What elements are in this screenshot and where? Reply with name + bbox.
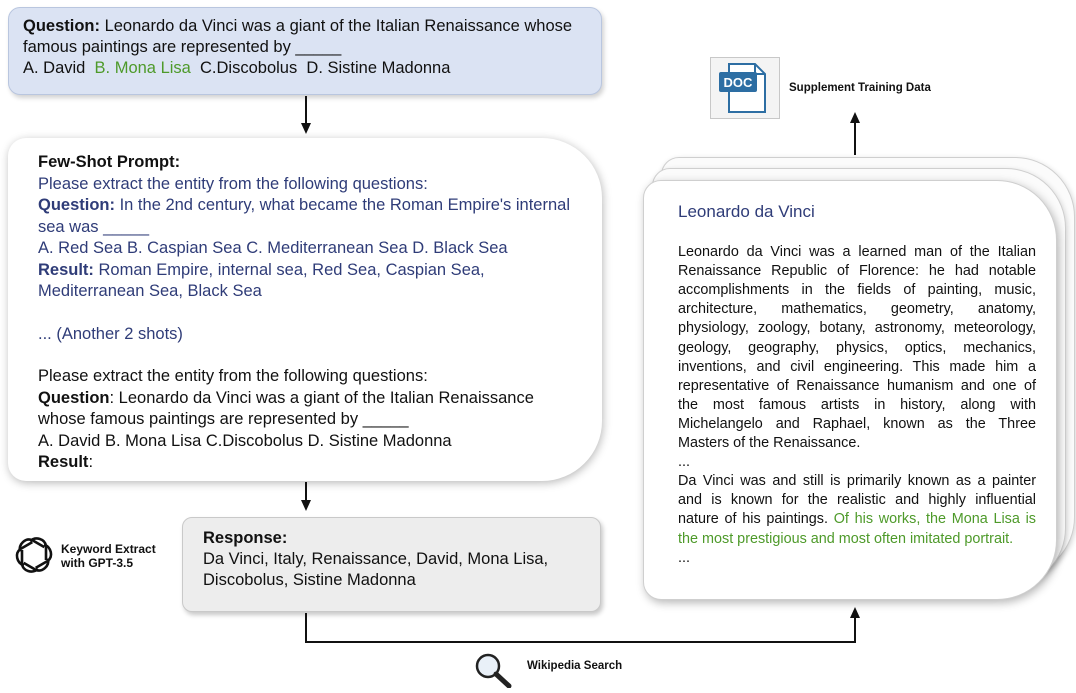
keyword-extract-label: Keyword Extract with GPT-3.5 xyxy=(61,542,156,570)
target-result-label: Result xyxy=(38,453,89,471)
wiki-paragraph-1: Leonardo da Vinci was a learned man of t… xyxy=(678,244,1036,452)
response-title: Response: xyxy=(203,529,288,547)
target-instruction: Please extract the entity from the follo… xyxy=(38,367,428,385)
option-d: D. Sistine Madonna xyxy=(306,59,451,77)
connector-up xyxy=(854,617,856,643)
target-result-colon: : xyxy=(88,453,94,471)
example-question-text: In the 2nd century, what became the Roma… xyxy=(38,196,570,236)
option-c: C.Discobolus xyxy=(200,59,298,77)
option-b-answer: B. Mona Lisa xyxy=(94,59,191,77)
example-result-text: Roman Empire, internal sea, Red Sea, Cas… xyxy=(38,260,485,301)
target-question-options: A. David B. Mona Lisa C.Discobolus D. Si… xyxy=(38,431,452,450)
supplement-training-data-label: Supplement Training Data xyxy=(789,82,931,94)
target-question-label: Question xyxy=(38,388,110,407)
magnifier-icon xyxy=(471,651,515,689)
question-text: Leonardo da Vinci was a giant of the Ita… xyxy=(23,17,573,56)
connector-down xyxy=(305,613,307,643)
example-result-label: Result: xyxy=(38,260,94,279)
few-shot-title: Few-Shot Prompt: xyxy=(38,153,181,171)
arrow-question-to-prompt xyxy=(305,96,307,124)
question-label: Question: xyxy=(23,17,100,35)
wiki-ellipsis-2: ... xyxy=(678,549,690,566)
connector-horizontal xyxy=(305,641,856,643)
arrow-wiki-to-supplement xyxy=(854,122,856,155)
few-shot-prompt-box: Few-Shot Prompt: Please extract the enti… xyxy=(8,138,602,481)
doc-icon-text: DOC xyxy=(723,75,753,90)
response-text: Da Vinci, Italy, Renaissance, David, Mon… xyxy=(203,550,549,589)
arrowhead-up-wiki xyxy=(850,607,860,618)
keyword-extract-line1: Keyword Extract xyxy=(61,542,156,556)
doc-file-icon: DOC xyxy=(710,57,780,119)
wiki-paragraph-2: Da Vinci was and still is primarily know… xyxy=(678,472,1036,548)
wiki-document-card: Leonardo da Vinci Leonardo da Vinci was … xyxy=(643,180,1057,600)
arrowhead-up-supplement xyxy=(850,112,860,123)
another-shots-note: ... (Another 2 shots) xyxy=(38,324,183,343)
target-question-text: : Leonardo da Vinci was a giant of the I… xyxy=(38,388,534,429)
keyword-extract-line2: with GPT-3.5 xyxy=(61,556,134,570)
arrowhead-down-2 xyxy=(301,500,311,511)
few-shot-instruction: Please extract the entity from the follo… xyxy=(38,174,428,193)
openai-logo-icon xyxy=(12,533,56,577)
arrow-prompt-to-response xyxy=(305,482,307,501)
response-box: Response: Da Vinci, Italy, Renaissance, … xyxy=(182,517,601,612)
example-question-options: A. Red Sea B. Caspian Sea C. Mediterrane… xyxy=(38,239,508,257)
wiki-ellipsis-1: ... xyxy=(678,454,690,471)
few-shot-example: Please extract the entity from the follo… xyxy=(38,174,572,346)
wiki-paragraph-2-text: Da Vinci was and still is primarily know… xyxy=(678,473,1036,528)
wiki-title: Leonardo da Vinci xyxy=(678,202,815,221)
wikipedia-search-label: Wikipedia Search xyxy=(527,660,623,672)
example-question-label: Question: xyxy=(38,196,115,214)
option-a: A. David xyxy=(23,59,86,77)
arrowhead-down-1 xyxy=(301,123,311,134)
question-box: Question: Leonardo da Vinci was a giant … xyxy=(8,7,602,95)
wiki-paragraph-2-highlight: Of his works, the Mona Lisa is the most … xyxy=(678,511,1036,547)
